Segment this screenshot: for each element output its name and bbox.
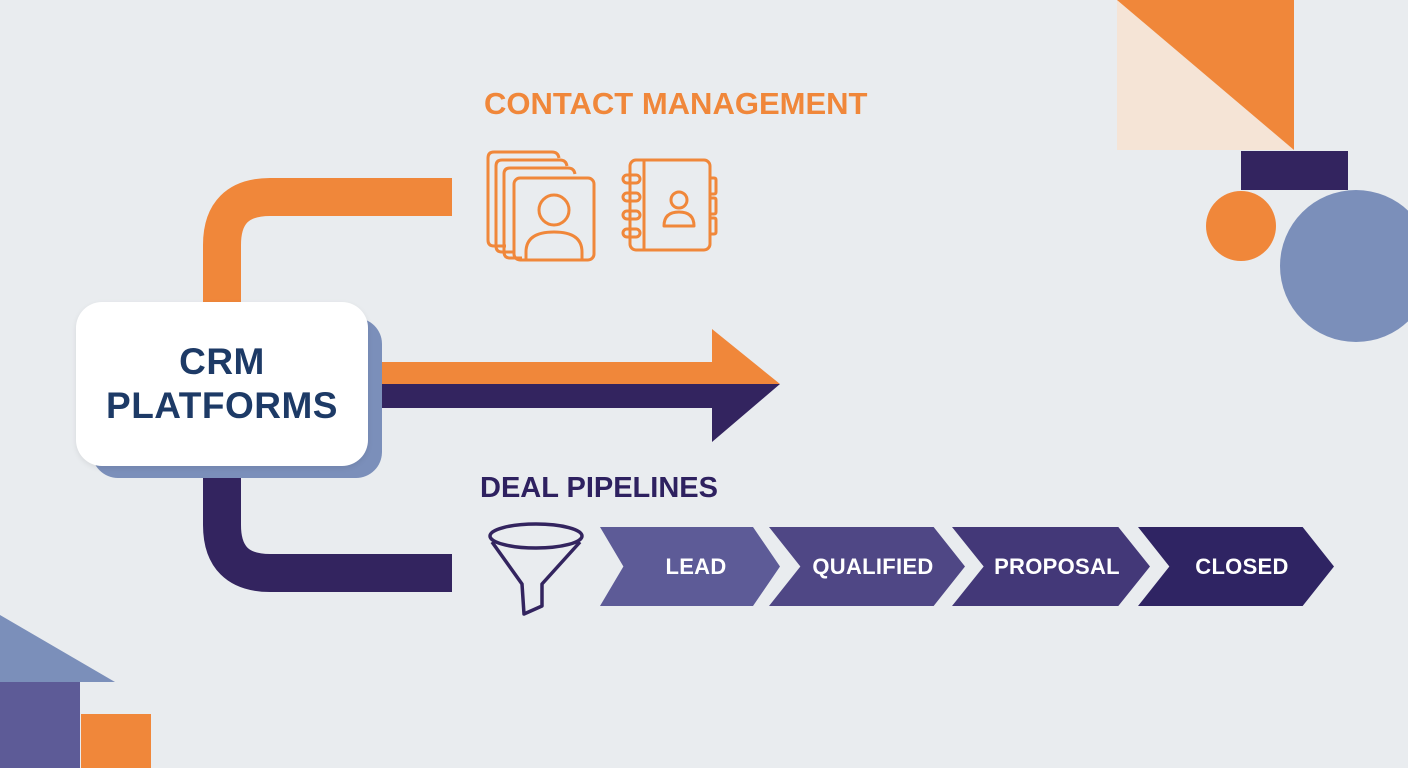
- arrow-navy-half: [365, 384, 780, 442]
- hub-card: CRM PLATFORMS: [76, 302, 368, 466]
- deco-purple-block: [0, 682, 80, 768]
- deco-navy-rect: [1241, 151, 1348, 190]
- pipeline-stage-lead[interactable]: LEAD: [600, 527, 780, 606]
- navy-connector-bottom: [203, 460, 452, 592]
- deal-pipelines-title: DEAL PIPELINES: [480, 472, 718, 504]
- pipeline-stage-closed[interactable]: CLOSED: [1138, 527, 1334, 606]
- stage-label: CLOSED: [1195, 553, 1289, 579]
- deco-blue-circle: [1280, 190, 1408, 342]
- deco-orange-triangle: [1117, 0, 1294, 150]
- contact-cards-stack-icon: [486, 150, 596, 262]
- orange-connector-top: [203, 178, 452, 305]
- funnel-icon: [488, 522, 584, 616]
- deco-orange-circle: [1206, 191, 1276, 261]
- hub-title-line2: PLATFORMS: [106, 385, 338, 426]
- contact-management-title: CONTACT MANAGEMENT: [484, 86, 868, 121]
- contact-icons: [486, 150, 718, 262]
- stage-label: QUALIFIED: [812, 553, 934, 579]
- hub-title-line1: CRM: [179, 341, 265, 382]
- stage-label: PROPOSAL: [994, 553, 1120, 579]
- deco-orange-block: [81, 714, 151, 768]
- pipeline-stage-qualified[interactable]: QUALIFIED: [769, 527, 965, 606]
- deco-blue-roof: [0, 615, 115, 682]
- address-book-icon: [621, 158, 718, 252]
- pipeline-stage-proposal[interactable]: PROPOSAL: [952, 527, 1150, 606]
- stage-label: LEAD: [665, 553, 727, 579]
- arrow-orange-half: [365, 329, 780, 384]
